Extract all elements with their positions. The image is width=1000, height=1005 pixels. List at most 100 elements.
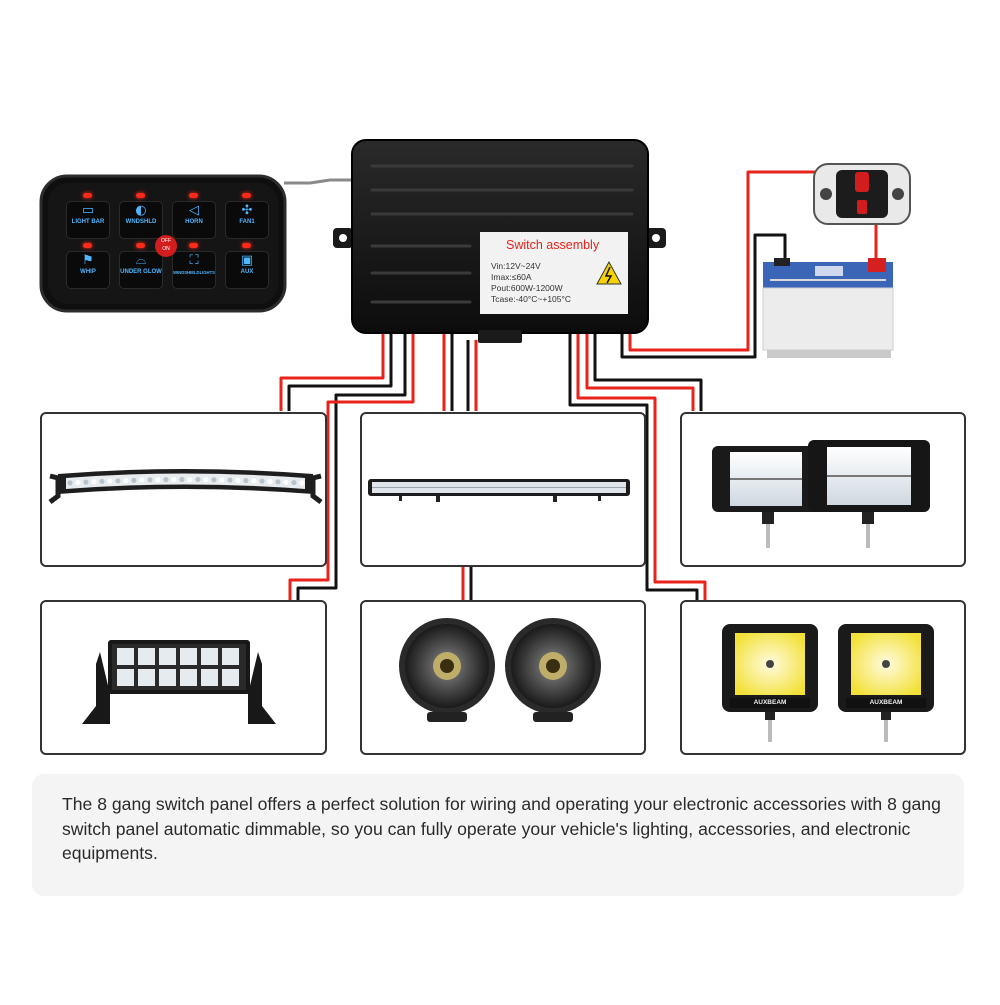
headlight-icon: ◐ [135, 203, 147, 218]
led-dot [203, 477, 209, 483]
led-cell [201, 669, 218, 686]
battery-icon [762, 258, 894, 358]
flood-pod-lights-icon [712, 440, 930, 548]
led-dot [179, 476, 185, 483]
led-dot [91, 479, 97, 485]
indicator-led [189, 193, 198, 198]
switch-button-7[interactable]: ⛶ WINDSHIELDLIGHTS [172, 251, 216, 289]
led-dot [115, 478, 121, 484]
led-cell [201, 648, 218, 665]
led-cell [138, 669, 155, 686]
spec-line: Imax:≤60A [491, 272, 532, 282]
led-dot [75, 479, 81, 486]
led-dot [171, 476, 177, 483]
switch-button-3[interactable]: ◁HORN [172, 201, 216, 239]
led-dot [107, 478, 113, 484]
windshield-lights-icon: ⛶ [189, 253, 199, 268]
led-dot [187, 476, 193, 483]
description-text: The 8 gang switch panel offers a perfect… [62, 794, 941, 863]
led-dot [227, 477, 233, 483]
center-knob[interactable]: OFF ON [155, 235, 177, 257]
spec-line: Vin:12V~24V [491, 261, 541, 271]
double-row-light-bar-icon [82, 640, 276, 724]
led-cell [180, 648, 197, 665]
square-pod-lights-icon [722, 624, 934, 742]
led-dot [211, 477, 217, 483]
knob-off-label: OFF [161, 238, 171, 244]
led-dot [163, 477, 169, 483]
curved-light-bar-icon [48, 469, 323, 504]
switch-assembly-box [333, 139, 666, 343]
led-dot [131, 477, 137, 483]
wiring [279, 170, 878, 601]
led-cell [180, 669, 197, 686]
switch-button-6[interactable]: ⌓UNDER GLOW [119, 251, 163, 289]
switch-button-5[interactable]: ⚑WHIP [66, 251, 110, 289]
straight-light-bar-icon [368, 479, 630, 502]
battery-icon: ▣ [240, 253, 254, 268]
led-cell [222, 669, 239, 686]
led-cell [138, 648, 155, 665]
knob-on-label: ON [162, 246, 170, 252]
switch-button-2[interactable]: ◐WNDSHLD [119, 201, 163, 239]
switch-button-8[interactable]: ▣AUX [225, 251, 269, 289]
led-dot [251, 478, 257, 484]
fan-icon: ✣ [241, 203, 253, 218]
under-glow-icon: ⌓ [135, 253, 147, 268]
led-dot [267, 478, 273, 485]
led-dot [123, 477, 129, 484]
round-driving-lights-icon [399, 618, 601, 722]
led-dot [243, 477, 249, 484]
indicator-led [83, 193, 92, 198]
switch-button-label: WHIP [80, 269, 96, 275]
description-panel: The 8 gang switch panel offers a perfect… [32, 774, 964, 896]
flag-icon: ⚑ [82, 253, 94, 268]
circuit-breaker-icon [813, 163, 911, 225]
led-dot [139, 477, 145, 483]
switch-button-1[interactable]: ▭LIGHT BAR [66, 201, 110, 239]
indicator-led [189, 243, 198, 248]
indicator-led [136, 193, 145, 198]
led-dot [283, 479, 289, 485]
led-dot [299, 480, 305, 486]
switch-button-4[interactable]: ✣FAN1 [225, 201, 269, 239]
led-dot [195, 476, 201, 483]
switch-button-label: HORN [185, 219, 203, 225]
indicator-led [242, 193, 251, 198]
switch-button-label: WNDSHLD [125, 219, 157, 225]
light-bar-icon: ▭ [81, 203, 95, 218]
led-dot [99, 478, 105, 485]
led-dot [275, 479, 281, 485]
brand-label-right: AUXBEAM [869, 699, 903, 706]
led-dot [235, 477, 241, 483]
switch-button-label: FAN1 [239, 219, 255, 225]
horn-icon: ◁ [189, 203, 199, 218]
switch-button-label: LIGHT BAR [71, 219, 105, 225]
led-cell [222, 648, 239, 665]
led-cell [159, 669, 176, 686]
high-voltage-warning-icon [597, 262, 621, 284]
switch-button-label: AUX [240, 269, 254, 275]
indicator-led [242, 243, 251, 248]
led-dot [147, 477, 153, 483]
led-dot [291, 479, 297, 486]
led-cell [117, 648, 134, 665]
spec-line: Tcase:-40°C~+105°C [491, 294, 572, 304]
brand-label-left: AUXBEAM [753, 699, 787, 706]
led-dot [83, 479, 89, 485]
spec-line: Pout:600W-1200W [491, 283, 563, 293]
device-box-1 [40, 412, 327, 567]
led-dot [219, 477, 225, 483]
switch-button-label: UNDER GLOW [120, 269, 162, 275]
led-dot [155, 477, 161, 483]
switch-button-label: WINDSHIELDLIGHTS [173, 270, 215, 275]
led-cell [117, 669, 134, 686]
indicator-led [136, 243, 145, 248]
assembly-title: Switch assembly [506, 238, 600, 252]
indicator-led [83, 243, 92, 248]
led-cell [159, 648, 176, 665]
led-dot [259, 478, 265, 484]
